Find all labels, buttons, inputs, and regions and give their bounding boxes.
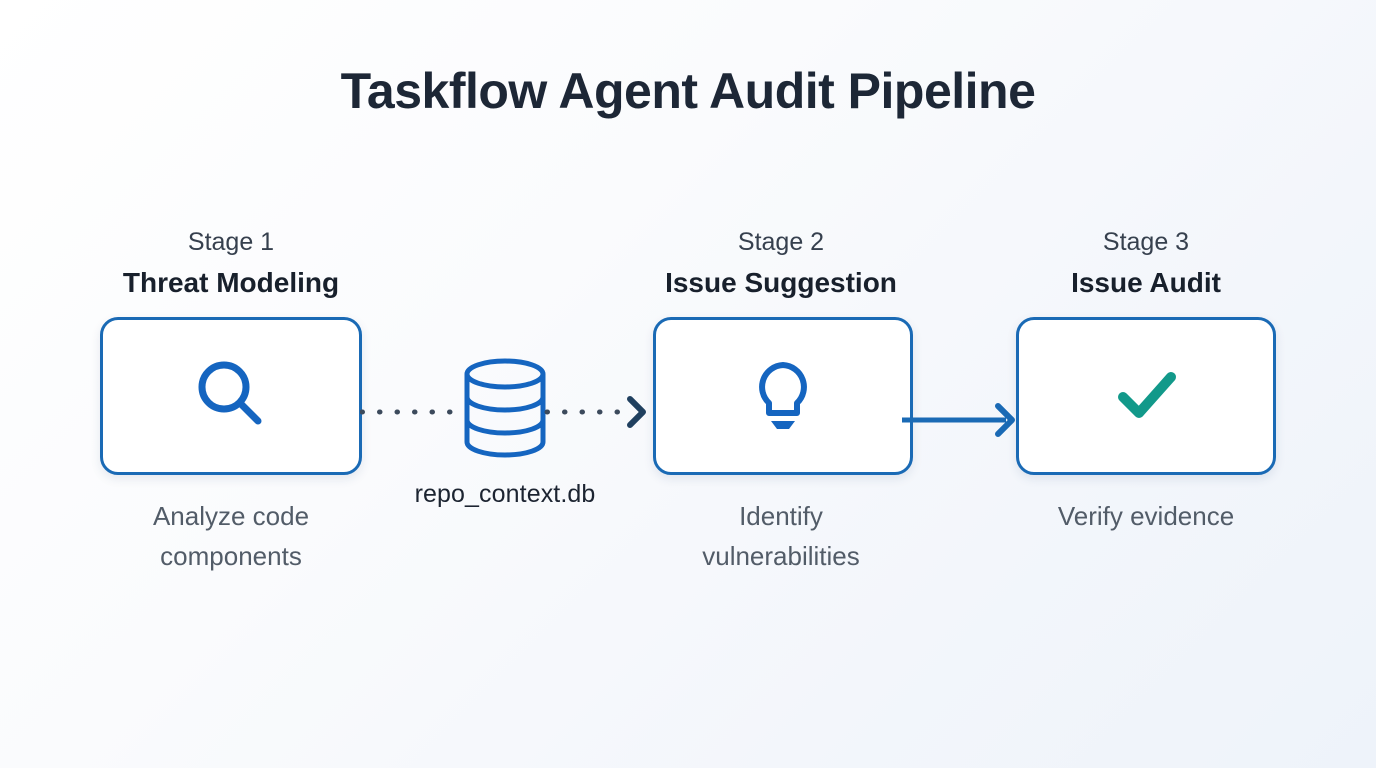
stage-3-number: Stage 3 (1102, 228, 1190, 256)
page-title: Taskflow Agent Audit Pipeline (340, 63, 1036, 119)
stage-2-caption: Identify vulnerabilities (702, 501, 860, 571)
stage-1-title: Threat Modeling (122, 266, 340, 298)
stage-1-caption: Analyze code components (152, 501, 310, 571)
stage-2-group: Stage 2 Issue Suggestion Identify vulner… (616, 228, 946, 576)
stage-1-group: Stage 1 Threat Modeling Analyze code com… (66, 228, 396, 576)
connector-stage1-to-stage2 (359, 352, 650, 532)
stage-3-group: Stage 3 Issue Audit Verify evidence (996, 228, 1296, 537)
datastore-label: repo_context.db (414, 480, 596, 508)
checkmark-icon (1101, 351, 1191, 442)
arrowhead-icon (627, 396, 646, 428)
database-icon (464, 358, 546, 458)
connector-stage2-to-stage3 (902, 392, 1022, 448)
arrowhead-icon (995, 403, 1015, 437)
stage-3-box[interactable] (1016, 317, 1276, 476)
stage-2-title: Issue Suggestion (665, 266, 897, 298)
stage-2-number: Stage 2 (737, 228, 825, 256)
stage-3-title: Issue Audit (1071, 266, 1221, 298)
stage-1-number: Stage 1 (187, 228, 275, 256)
stage-2-box[interactable] (653, 317, 913, 476)
magnifier-icon (188, 351, 274, 442)
stage-3-caption: Verify evidence (1057, 501, 1235, 532)
lightbulb-icon (740, 351, 826, 442)
stage-1-box[interactable] (100, 317, 362, 476)
